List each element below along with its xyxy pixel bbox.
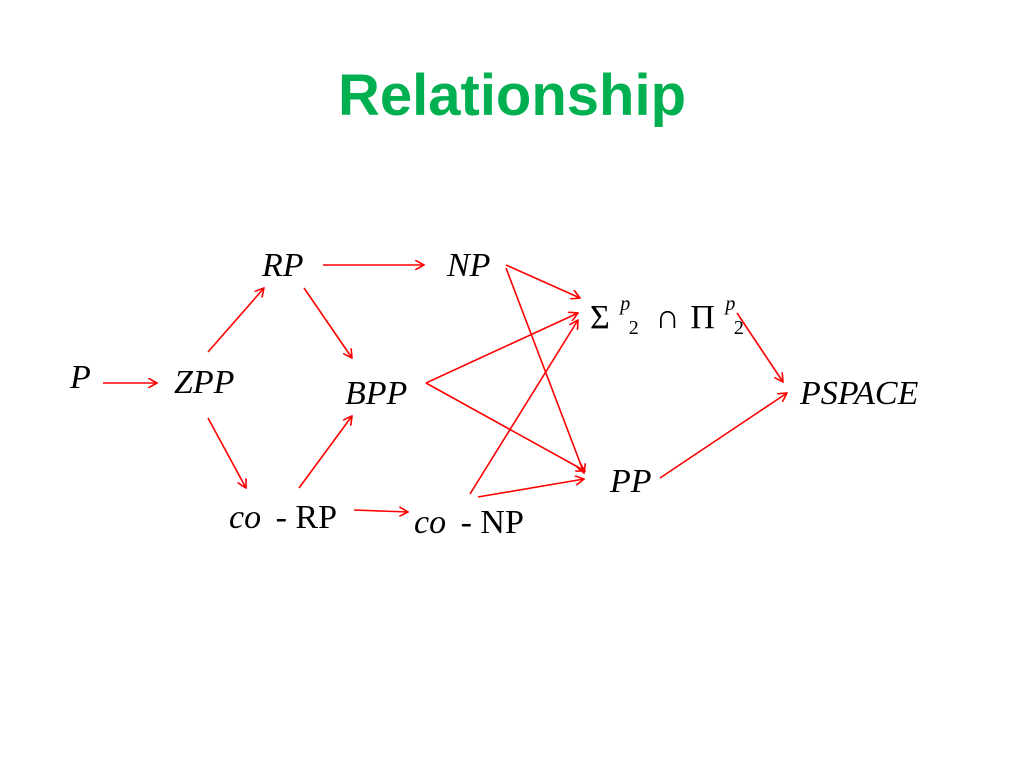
edge-co-rp-to-bpp <box>298 416 352 489</box>
edge-co-np-to-pp <box>477 479 584 498</box>
edge-co-np-to-sigma-pi <box>469 320 578 495</box>
node-co-np-prefix: co <box>414 504 446 541</box>
edge-sigma-pi-to-pspace <box>736 312 783 382</box>
sigma-superscript: p <box>618 293 630 315</box>
node-zpp: ZPP <box>174 364 234 401</box>
pi-subscript: 2 <box>734 317 744 339</box>
sigma-symbol: Σ <box>590 299 610 336</box>
slide-title: Relationship <box>337 63 687 128</box>
edge-rp-to-bpp <box>303 287 352 358</box>
edge-np-to-pp <box>505 267 584 473</box>
node-np: NP <box>446 247 490 284</box>
edge-bpp-to-sigma-pi <box>425 313 578 384</box>
pi-symbol: Π <box>690 299 715 336</box>
edge-zpp-to-rp <box>207 288 264 353</box>
edge-co-rp-to-co-np <box>353 510 408 512</box>
node-co-np-rest: - NP <box>461 504 524 541</box>
node-co-np: co - NP <box>414 504 524 541</box>
pi-superscript: p <box>723 293 735 315</box>
node-bpp: BPP <box>345 375 407 412</box>
edge-zpp-to-co-rp <box>207 417 246 488</box>
node-co-rp-prefix: co <box>229 499 261 536</box>
node-co-rp: co - RP <box>229 499 337 536</box>
node-sigma2-cap-pi2: Σ p 2 ∩ Π p 2 <box>590 281 744 342</box>
edge-np-to-sigma-pi <box>505 264 580 298</box>
node-p: P <box>69 359 91 396</box>
node-rp: RP <box>261 247 304 284</box>
node-pp: PP <box>609 463 652 500</box>
sigma-subscript: 2 <box>629 317 639 339</box>
node-pspace: PSPACE <box>799 375 919 412</box>
intersection-symbol: ∩ <box>655 299 680 336</box>
edge-pp-to-pspace <box>659 393 787 479</box>
node-co-rp-rest: - RP <box>276 499 337 536</box>
edge-bpp-to-pp <box>425 382 585 471</box>
